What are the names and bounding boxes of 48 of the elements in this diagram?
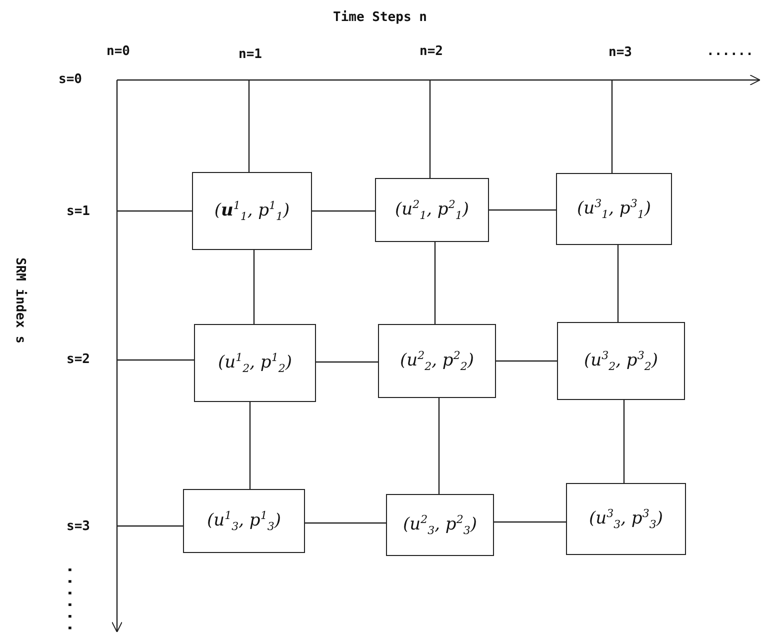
connector-line xyxy=(429,80,431,178)
connector-line xyxy=(248,80,250,172)
state-box xyxy=(194,324,316,402)
ellipsis: ...... xyxy=(706,44,754,59)
connector-line xyxy=(617,245,619,322)
connector-line xyxy=(305,522,386,524)
connector-line xyxy=(434,242,436,324)
state-box xyxy=(375,178,489,242)
connector-line xyxy=(117,210,192,212)
connector-line xyxy=(611,80,613,173)
axis-label: s=1 xyxy=(66,204,90,219)
math-label: (u$^{3}$$_{2}$, p$^{3}$$_{2}$) xyxy=(584,348,658,374)
axis-label: s=3 xyxy=(66,519,90,534)
math-label: (u$^{3}$$_{1}$, p$^{3}$$_{1}$) xyxy=(577,196,651,222)
connector-line xyxy=(316,361,378,363)
axis-label: s=0 xyxy=(58,72,82,87)
state-box xyxy=(556,173,672,245)
connector-line xyxy=(312,210,375,212)
connector-line xyxy=(117,525,183,527)
state-box xyxy=(557,322,685,400)
state-box xyxy=(192,172,312,250)
connector-line xyxy=(496,360,557,362)
math-label: (u$^{1}$$_{1}$, p$^{1}$$_{1}$) xyxy=(214,198,290,224)
connector-line xyxy=(489,209,556,211)
axis-label: Time Steps n xyxy=(333,10,427,25)
axis-label: n=1 xyxy=(238,47,262,62)
axis-label: n=0 xyxy=(106,44,130,59)
connector-line xyxy=(494,521,566,523)
state-box xyxy=(386,494,494,556)
axis-label: s=2 xyxy=(66,352,90,367)
connector-line xyxy=(253,250,255,324)
state-box xyxy=(183,489,305,553)
math-label: (u$^{2}$$_{2}$, p$^{2}$$_{2}$) xyxy=(400,348,474,374)
connector-line xyxy=(117,359,194,361)
connector-line xyxy=(623,400,625,483)
connector-line xyxy=(249,402,251,489)
axis-label: SRM index s xyxy=(12,256,28,344)
math-label: (u$^{2}$$_{3}$, p$^{2}$$_{3}$) xyxy=(403,512,477,538)
math-label: (u$^{1}$$_{3}$, p$^{1}$$_{3}$) xyxy=(207,508,281,534)
math-label: (u$^{3}$$_{3}$, p$^{3}$$_{3}$) xyxy=(589,506,663,532)
axis-label: n=2 xyxy=(420,44,443,59)
state-box xyxy=(566,483,686,555)
math-label: (u$^{1}$$_{2}$, p$^{1}$$_{2}$) xyxy=(218,350,292,376)
state-box xyxy=(378,324,496,398)
math-label: (u$^{2}$$_{1}$, p$^{2}$$_{1}$) xyxy=(395,198,469,222)
connector-line xyxy=(438,398,440,494)
ellipsis: ...... xyxy=(64,565,84,635)
axis-label: n=3 xyxy=(608,45,632,60)
